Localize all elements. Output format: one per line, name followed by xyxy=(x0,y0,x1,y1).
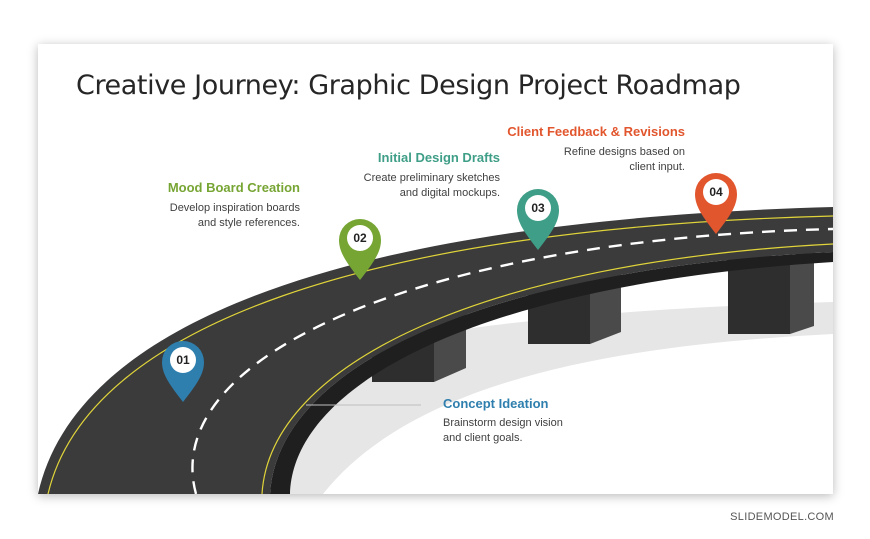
step-desc-line: Develop inspiration boards xyxy=(169,202,300,214)
pin-02: 02 xyxy=(339,219,381,280)
step-desc-01: Brainstorm design vision and client goal… xyxy=(443,416,563,446)
step-title-04: Client Feedback & Revisions xyxy=(507,124,685,139)
step-desc-04: Refine designs based on client input. xyxy=(564,145,685,175)
pin-03: 03 xyxy=(517,189,559,250)
pin-04: 04 xyxy=(695,173,737,234)
step-desc-line: Create preliminary sketches xyxy=(363,172,500,184)
pin-number: 04 xyxy=(709,185,723,199)
road-side-wall xyxy=(270,252,833,494)
step-desc-03: Create preliminary sketches and digital … xyxy=(364,171,500,201)
pin-number: 01 xyxy=(176,353,190,367)
watermark-credit: SLIDEMODEL.COM xyxy=(730,511,834,523)
road-edge-inner xyxy=(261,243,833,494)
step-title-01: Concept Ideation xyxy=(443,396,549,411)
step-desc-line: client input. xyxy=(629,161,685,173)
page-title: Creative Journey: Graphic Design Project… xyxy=(76,70,741,101)
step-desc-line: and style references. xyxy=(197,217,300,229)
step-desc-line: and digital mockups. xyxy=(399,187,500,199)
road-edge-outer xyxy=(47,215,833,494)
slide: 01 02 03 04 Creative Journey: Graphic De… xyxy=(38,44,833,494)
pin-number: 03 xyxy=(531,201,545,215)
pin-number: 02 xyxy=(353,231,367,245)
step-desc-line: Refine designs based on xyxy=(563,146,685,158)
step-desc-02: Develop inspiration boards and style ref… xyxy=(170,201,300,231)
roadmap-diagram: 01 02 03 04 xyxy=(38,173,833,494)
step-desc-line: Brainstorm design vision xyxy=(443,417,563,429)
step-title-02: Mood Board Creation xyxy=(167,180,300,195)
pin-01: 01 xyxy=(162,341,204,402)
step-title-03: Initial Design Drafts xyxy=(377,150,500,165)
road-surface xyxy=(38,207,833,494)
step-desc-line: and client goals. xyxy=(443,432,523,444)
